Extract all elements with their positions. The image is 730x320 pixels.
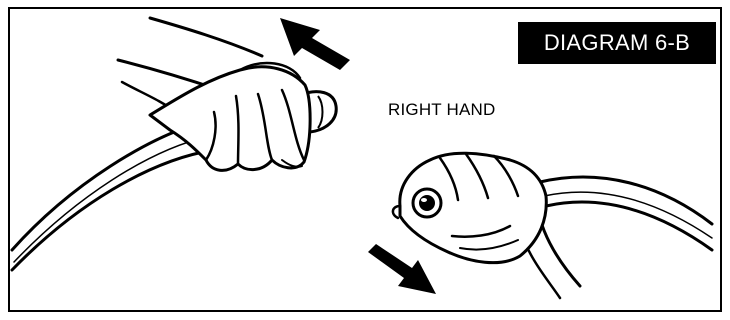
right-handlebar	[540, 177, 712, 250]
arrow-up-right-icon	[280, 18, 350, 70]
left-handlebar	[12, 120, 214, 270]
right-grip-end	[413, 189, 441, 217]
diagram-badge: DIAGRAM 6-B	[518, 22, 716, 64]
arrow-down-right-icon	[368, 244, 436, 294]
gripping-hand-icon	[118, 18, 310, 170]
right-hand-label: RIGHT HAND	[388, 100, 495, 120]
